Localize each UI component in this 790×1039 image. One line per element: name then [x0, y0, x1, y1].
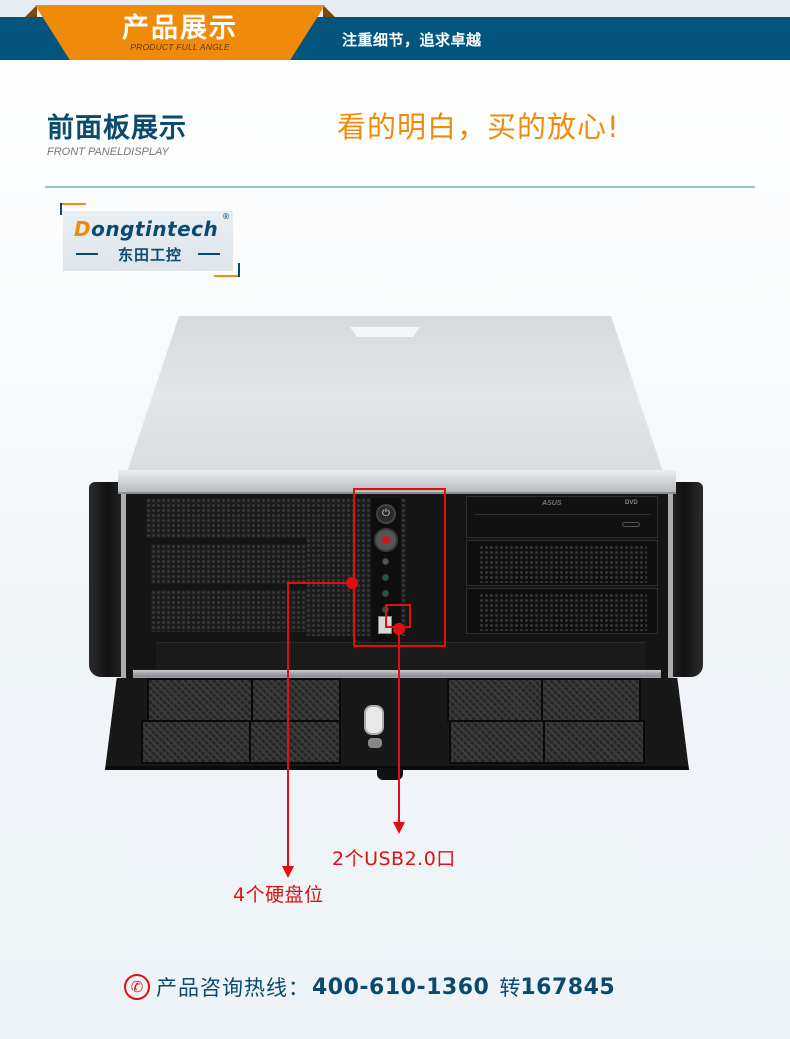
optical-drive-brand: ASUS [542, 500, 562, 507]
chassis-top-cover [125, 316, 665, 478]
door-lock-window [364, 705, 384, 735]
eject-button-icon [622, 522, 640, 527]
section-subtitle: FRONT PANELDISPLAY [47, 146, 169, 158]
callout-line-hdd [287, 582, 289, 870]
dust-filter [141, 720, 251, 764]
banner-subtitle: PRODUCT FULL ANGLE [130, 42, 230, 52]
vent-mesh [479, 545, 647, 583]
dust-filter [447, 678, 543, 722]
drive-bay-blank [466, 588, 658, 634]
chassis-front-panel: ⏻ ASUS DVD [121, 494, 673, 682]
hotline-number[interactable]: 400-610-1360 [312, 974, 490, 1000]
vent-mesh [151, 544, 316, 584]
dvd-logo: DVD [625, 500, 638, 506]
logo-brand-name: Dongtintech [74, 217, 218, 241]
vent-mesh [146, 498, 316, 538]
dust-filter [541, 678, 641, 722]
brand-logo: Dongtintech ® 东田工控 [60, 203, 240, 277]
logo-corner-decoration [214, 275, 240, 277]
drive-bay-blank [466, 540, 658, 586]
dust-filter [147, 678, 253, 722]
callout-label-hdd: 4个硬盘位 [233, 884, 324, 906]
dust-filter [251, 678, 341, 722]
banner-tab [35, 5, 325, 60]
chassis-cover-notch [350, 327, 420, 337]
banner-slogan: 注重细节，追求卓越 [342, 31, 482, 49]
vent-mesh [151, 590, 316, 632]
logo-corner-decoration [60, 203, 62, 215]
phone-icon: ✆ [124, 974, 150, 1000]
dust-filter [543, 720, 645, 764]
section-title: 前面板展示 [47, 113, 187, 144]
vent-mesh [479, 593, 647, 631]
logo-brand-initial: D [74, 217, 92, 241]
section-tagline: 看的明白，买的放心! [337, 110, 620, 144]
led-indicator-icon [382, 574, 389, 581]
dust-filter [249, 720, 341, 764]
rack-handle-left [89, 482, 127, 677]
key-lock-icon [368, 738, 382, 748]
callout-label-usb: 2个USB2.0口 [332, 848, 456, 870]
hotline-extension: 167845 [520, 974, 616, 1000]
led-indicator-icon [382, 558, 389, 565]
callout-line-hdd [287, 582, 351, 584]
optical-drive-tray [475, 501, 651, 515]
door-latch [377, 768, 403, 780]
dust-filter [449, 720, 545, 764]
power-icon: ⏻ [376, 504, 396, 524]
product-image-server-chassis: ⏻ ASUS DVD [85, 310, 705, 780]
arrow-down-icon [393, 822, 405, 834]
section-divider [45, 186, 755, 188]
callout-line-usb [398, 628, 400, 826]
logo-corner-decoration [238, 263, 240, 277]
logo-brand-rest: ongtintech [91, 217, 219, 241]
header-banner: 产品展示 PRODUCT FULL ANGLE 注重细节，追求卓越 [0, 0, 790, 60]
hotline-label: 产品咨询热线： [156, 976, 310, 1000]
led-indicator-icon [382, 590, 389, 597]
logo-background [63, 211, 233, 271]
logo-chinese-name: 东田工控 [117, 246, 182, 264]
arrow-down-icon [282, 866, 294, 878]
banner-title: 产品展示 [122, 13, 238, 44]
reset-button-icon [374, 528, 398, 552]
callout-dot-hdd [346, 577, 358, 589]
logo-dash-right [198, 253, 220, 255]
chassis-top-rail [118, 470, 676, 494]
hotline: ✆ 产品咨询热线： 400-610-1360 转 167845 [124, 970, 615, 1004]
registered-mark: ® [222, 212, 230, 221]
logo-dash-left [76, 253, 98, 255]
logo-corner-decoration [60, 203, 86, 205]
optical-drive-bay: ASUS DVD [466, 496, 658, 538]
hotline-ext-label: 转 [499, 976, 521, 1000]
